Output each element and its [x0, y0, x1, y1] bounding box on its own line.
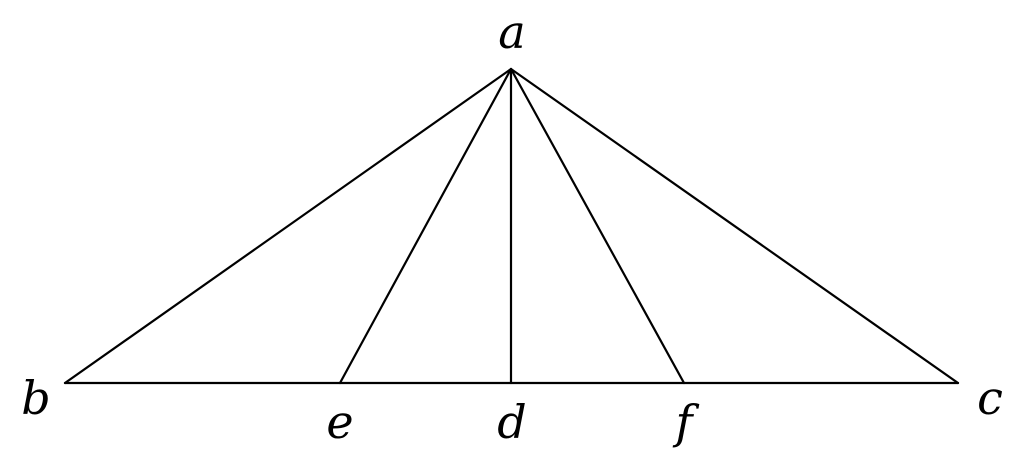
- label-e: e: [326, 395, 353, 449]
- segment-af: [509, 67, 686, 385]
- label-d: d: [497, 395, 526, 449]
- segment-ae: [338, 67, 513, 385]
- label-a: a: [498, 5, 525, 59]
- label-c: c: [977, 371, 1003, 425]
- label-f: f: [672, 395, 699, 449]
- label-b: b: [21, 371, 50, 425]
- segment-ab: [63, 67, 513, 385]
- segment-ac: [509, 67, 960, 385]
